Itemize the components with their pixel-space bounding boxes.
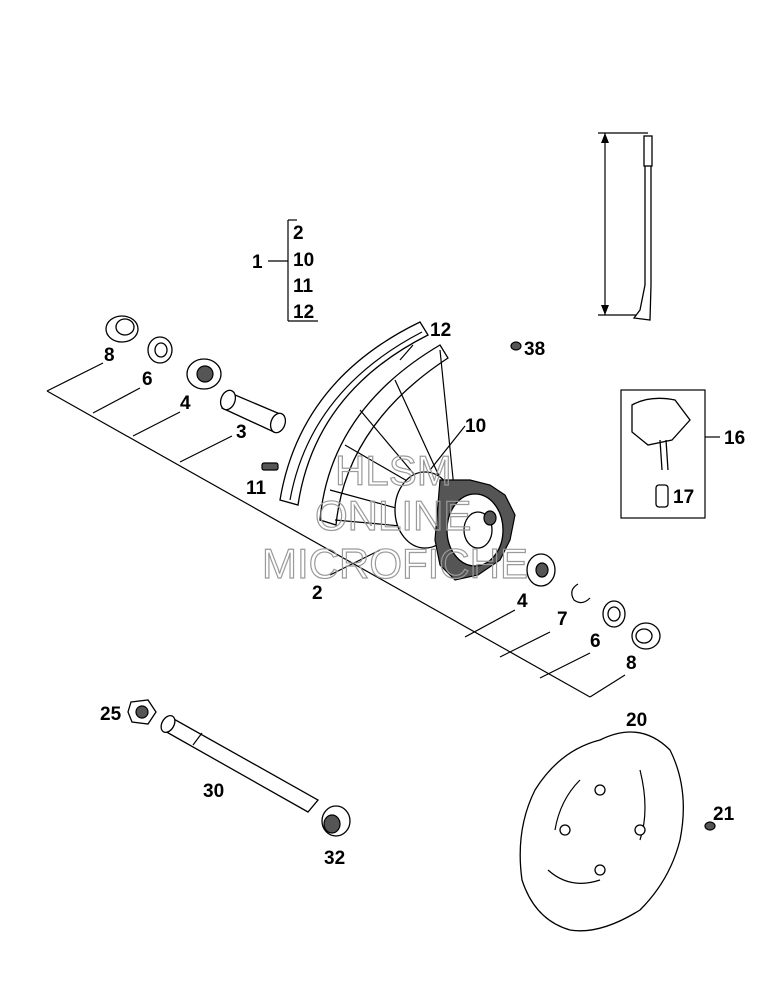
distance-sleeve (219, 389, 287, 434)
group-item-label: 2 (293, 223, 304, 244)
group-item-label: 12 (293, 302, 314, 323)
part-label-6: 6 (142, 369, 153, 390)
assembly-group: 1 2 10 11 12 (252, 219, 318, 323)
bearing-right (526, 553, 556, 587)
hub (394, 471, 516, 581)
part-label-7: 7 (557, 609, 568, 630)
part-label-30: 30 (203, 781, 224, 802)
part-label-8: 8 (104, 345, 115, 366)
part-label-38: 38 (524, 339, 545, 360)
part-label-25: 25 (100, 704, 122, 725)
circlip (571, 583, 591, 604)
axle (160, 714, 319, 813)
watermark-line: ONLINE (315, 492, 471, 539)
bearing-left (186, 358, 222, 390)
rim-lock (631, 397, 691, 471)
watermark: HLSM ONLINE MICROFICHE (261, 446, 528, 587)
spoke-nipple (261, 462, 279, 471)
axle-nut-32 (321, 805, 351, 837)
part-label-3: 3 (236, 422, 247, 443)
part-label-17: 17 (673, 487, 694, 508)
part-label-8: 8 (626, 653, 637, 674)
seal-left (105, 315, 139, 343)
brake-disc (519, 731, 684, 932)
leader-lines (46, 132, 720, 698)
group-item-label: 10 (293, 250, 314, 271)
group-main-label: 1 (252, 252, 263, 273)
spacer-ring-right (602, 600, 626, 628)
part-label-12: 12 (430, 320, 451, 341)
part-label-16: 16 (724, 428, 745, 449)
part-label-20: 20 (626, 710, 647, 731)
spoke (632, 135, 653, 321)
watermark-line: HLSM (335, 447, 452, 494)
spacer-ring-left (147, 336, 173, 364)
watermark-line: MICROFICHE (262, 540, 528, 587)
part-label-10: 10 (465, 416, 486, 437)
part-label-21: 21 (713, 804, 735, 825)
part-label-4: 4 (517, 591, 528, 612)
rim (279, 321, 449, 526)
disc-screw (704, 821, 716, 831)
part-labels: 8 6 4 3 11 12 10 38 2 4 7 6 8 16 17 25 3… (100, 320, 745, 869)
part-label-32: 32 (324, 848, 345, 869)
part-label-4: 4 (180, 393, 191, 414)
screw-38 (510, 341, 522, 351)
group-item-label: 11 (293, 276, 314, 297)
part-label-11: 11 (246, 478, 267, 499)
axle-nut-25 (127, 699, 157, 725)
part-label-6: 6 (590, 631, 601, 652)
part-label-2: 2 (312, 583, 323, 604)
valve-nut (655, 484, 669, 508)
seal-right (631, 622, 661, 650)
